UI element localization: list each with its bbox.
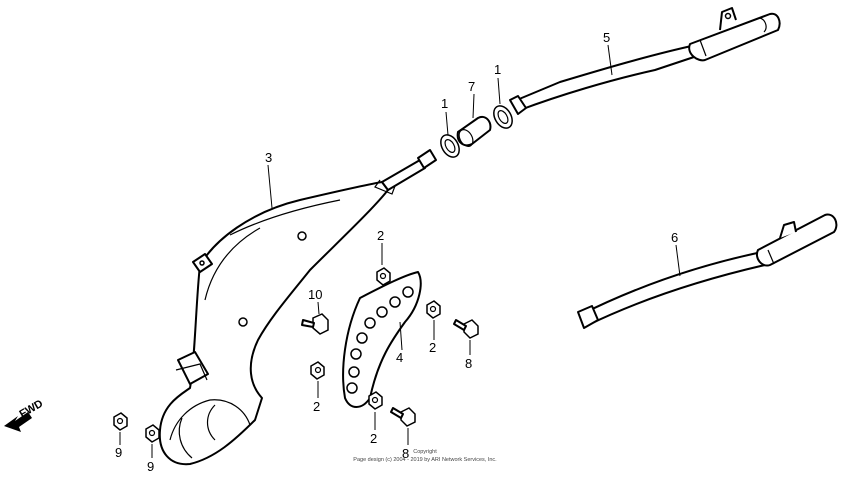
callout-2-top: 2 bbox=[377, 228, 384, 243]
bolt-part-10 bbox=[301, 301, 329, 335]
nut-part-9-right bbox=[145, 424, 160, 458]
tail-pipe-part-6 bbox=[577, 213, 838, 329]
o-ring-part-1-left bbox=[440, 111, 460, 158]
heat-guard-part-4 bbox=[342, 271, 422, 408]
forward-direction-arrow: FWD bbox=[4, 398, 45, 432]
callout-7: 7 bbox=[468, 79, 475, 94]
nut-part-2-left bbox=[310, 361, 325, 398]
silencer-part-5 bbox=[509, 7, 781, 115]
callout-3: 3 bbox=[265, 150, 272, 165]
callout-9-left: 9 bbox=[115, 445, 122, 460]
callout-2-left: 2 bbox=[313, 399, 320, 414]
callout-2-right: 2 bbox=[429, 340, 436, 355]
copyright-line-2: Page design (c) 2004 - 2019 by ARI Netwo… bbox=[353, 457, 497, 463]
nut-part-2-top bbox=[376, 243, 391, 286]
bolt-part-8-bottom bbox=[390, 407, 416, 445]
callout-1-left: 1 bbox=[441, 96, 448, 111]
callout-1-right: 1 bbox=[494, 62, 501, 77]
callout-8-right: 8 bbox=[465, 356, 472, 371]
nut-part-2-right bbox=[426, 300, 441, 340]
callout-8-bottom: 8 bbox=[402, 446, 409, 461]
callout-4: 4 bbox=[396, 350, 403, 365]
callout-2-bottom: 2 bbox=[370, 431, 377, 446]
nut-part-9-left bbox=[113, 412, 128, 445]
expansion-chamber-part-3 bbox=[158, 149, 437, 466]
copyright-line-1: Copyright bbox=[413, 449, 437, 455]
nut-part-2-bottom bbox=[368, 391, 383, 430]
o-ring-part-1-right bbox=[493, 77, 513, 129]
grommet-part-7 bbox=[456, 93, 492, 147]
callout-6: 6 bbox=[671, 230, 678, 245]
callout-5: 5 bbox=[603, 30, 610, 45]
callout-9-right: 9 bbox=[147, 459, 154, 474]
bolt-part-8-right bbox=[453, 319, 479, 355]
callout-10: 10 bbox=[308, 287, 322, 302]
